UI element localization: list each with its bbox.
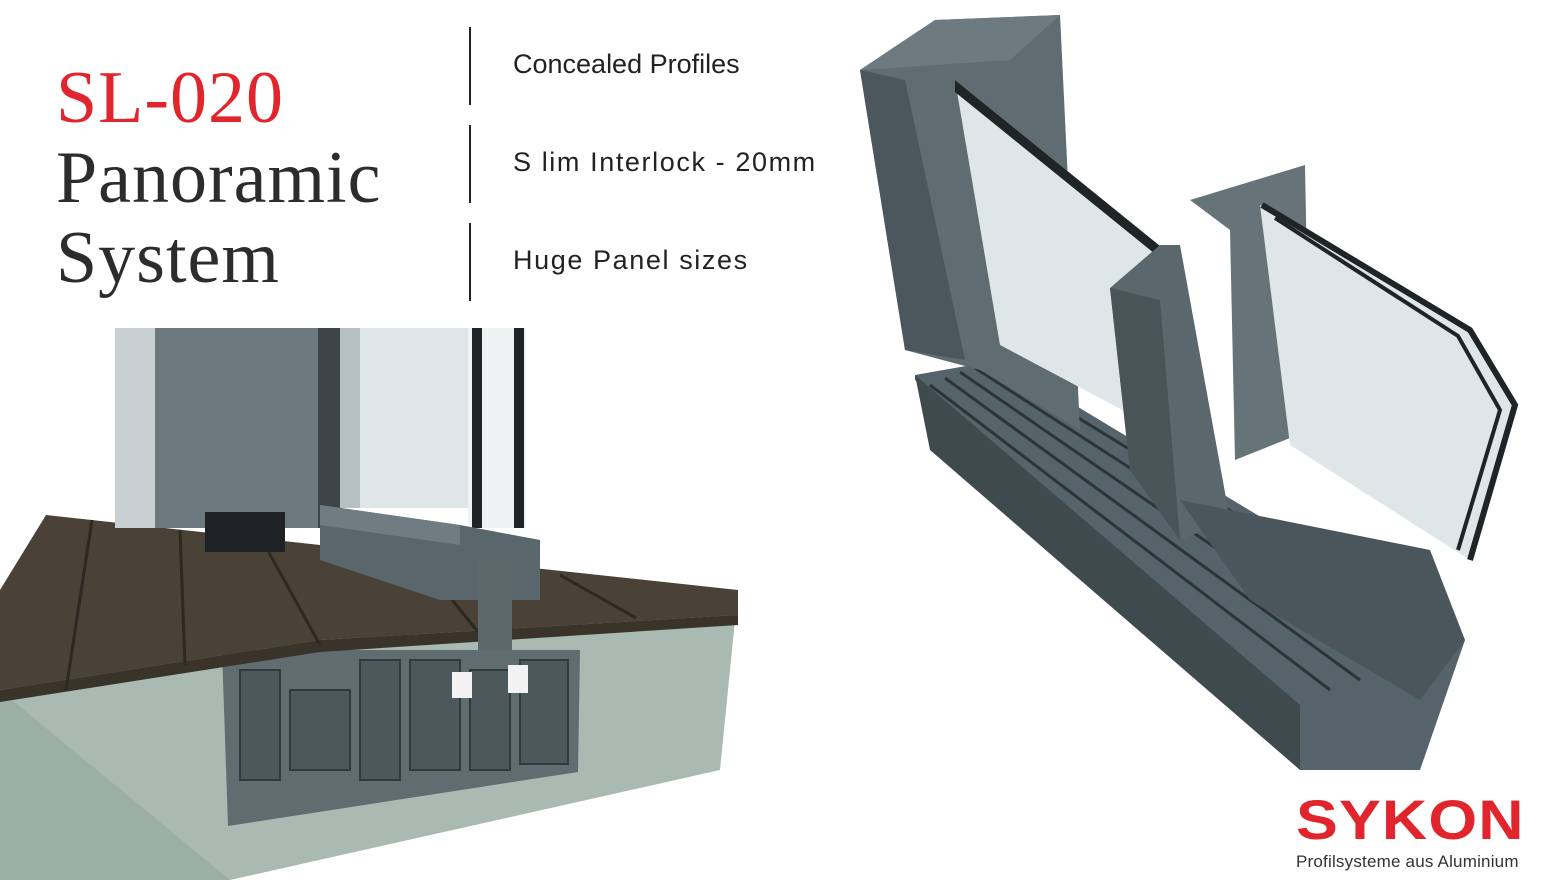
- feature-concealed-profiles: Concealed Profiles: [469, 27, 740, 105]
- title-line-system: System: [56, 217, 280, 299]
- front-glass: [1260, 205, 1515, 560]
- sykon-logo: SYKON Profilsysteme aus Aluminium: [1296, 792, 1558, 872]
- glass-pane: [340, 328, 468, 508]
- track-base: [915, 360, 1465, 770]
- product-title: SL-020 Panoramic System: [56, 58, 381, 298]
- brand-name: SYKON: [1296, 788, 1525, 851]
- feature-label: Concealed Profiles: [513, 49, 740, 79]
- title-line-panoramic: Panoramic: [56, 137, 382, 219]
- section-render: [0, 328, 738, 880]
- brand-tagline: Profilsysteme aus Aluminium: [1296, 852, 1519, 871]
- feature-label: S lim Interlock - 20mm: [513, 147, 817, 177]
- model-number: SL-020: [56, 57, 284, 139]
- feature-label: Huge Panel sizes: [513, 245, 749, 275]
- rear-glass: [955, 80, 1165, 430]
- feature-slim-interlock: S lim Interlock - 20mm: [469, 125, 817, 203]
- system-render: [860, 15, 1519, 770]
- feature-huge-panels: Huge Panel sizes: [469, 223, 749, 301]
